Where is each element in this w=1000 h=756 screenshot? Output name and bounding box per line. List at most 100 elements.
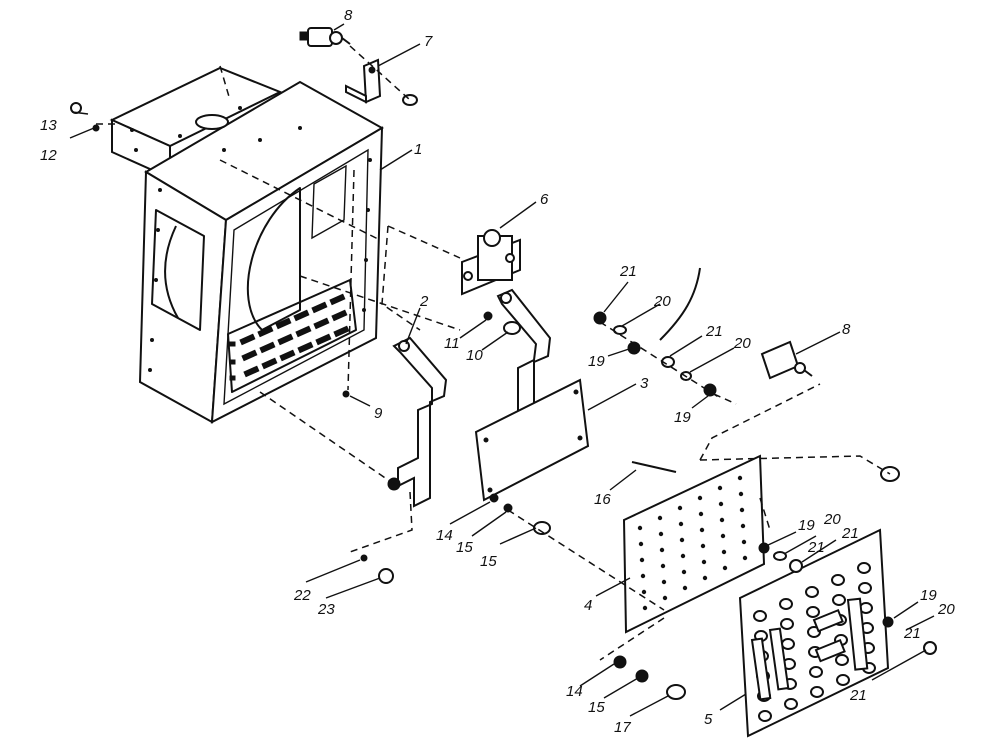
label-14a: 14 [436,527,453,544]
panel-hole [717,485,723,491]
bracket-part-7 [345,58,418,106]
panel-hole [722,565,728,571]
label-19a: 19 [588,353,605,370]
panel-hole [681,569,687,575]
panel-hole [682,585,688,591]
fasteners-lower [342,390,937,700]
panel-hole [720,533,726,539]
panel-hole [640,573,646,579]
panel-hole [638,541,644,547]
panel-hole [639,557,645,563]
label-21e: 21 [903,625,921,642]
label-9: 9 [374,405,383,422]
label-7: 7 [424,33,433,50]
label-8: 8 [344,7,353,24]
panel-hole [737,475,743,481]
label-18: 16 [594,491,611,508]
panel-hole [810,686,824,698]
panel-hole [779,598,793,610]
label-19d: 19 [920,587,937,604]
panel-hole [806,606,820,618]
panel-hole [698,511,704,517]
label-19c: 19 [798,517,815,534]
label-3: 3 [640,375,649,392]
floor-grate-slots [229,293,350,381]
panel-hole [679,537,685,543]
panel-hole [680,553,686,559]
screw-part-13 [70,102,100,132]
assembly-lines [96,45,891,661]
panel-hole [678,521,684,527]
panel-hole [700,543,706,549]
perforated-panel-part-4 [622,454,766,634]
panel-hole [805,586,819,598]
label-6: 6 [540,191,549,208]
label-2: 2 [419,293,429,310]
panel-hole [657,515,663,521]
panel-hole [697,495,703,501]
panel-hole [738,491,744,497]
label-4: 4 [584,597,592,614]
label-16: 15 [480,553,497,570]
panel-hole [719,517,725,523]
panel-hole [857,562,871,574]
label-22: 22 [293,587,311,604]
panel-hole [781,638,795,650]
wire-lead [659,267,701,341]
panel-hole [641,589,647,595]
panel-hole [835,654,849,666]
panel-hole [702,575,708,581]
panel-hole [660,563,666,569]
panel-hole [718,501,724,507]
panel-hole [741,539,747,545]
panel-hole [742,555,748,561]
panel-hole [809,666,823,678]
leader-arrows [69,23,935,717]
screws-part-10-11 [483,311,521,335]
label-20b: 20 [733,335,751,352]
panel-hole [739,507,745,513]
panel-hole [780,618,794,630]
transformer-part-6 [461,229,521,296]
switch-part-8b [760,340,813,380]
label-19b: 19 [674,409,691,426]
panel-hole [661,579,667,585]
panel-hole [658,531,664,537]
switch-part-8 [299,27,351,47]
panel-hole [677,505,683,511]
label-21d: 21 [807,539,825,556]
panel-hole [836,674,850,686]
panel-hole [637,525,643,531]
fasteners-upper [593,311,717,397]
label-20a: 20 [653,293,671,310]
panel-hole [721,549,727,555]
panel-hole [858,582,872,594]
label-8b: 8 [842,321,851,338]
panel-hole [832,594,846,606]
label-13: 13 [40,117,57,134]
label-21a: 21 [619,263,637,280]
panel-hole [642,605,648,611]
label-23: 23 [317,601,335,618]
label-20c: 20 [823,511,841,528]
panel-hole [758,710,772,722]
label-12: 12 [40,147,57,164]
panel-hole [740,523,746,529]
part-labels: 8 7 1 13 12 6 21 20 19 21 20 19 8 2 11 1… [40,7,955,736]
panel-hole [831,574,845,586]
panel-hole [662,595,668,601]
label-15b: 15 [588,699,605,716]
label-21f: 21 [849,687,867,704]
panel-hole [699,527,705,533]
label-17: 17 [614,719,631,736]
label-11: 11 [444,335,460,352]
label-15a: 15 [456,539,473,556]
label-14b: 14 [566,683,583,700]
panel-hole [701,559,707,565]
panel-hole [659,547,665,553]
cabinet-housing [109,66,385,424]
label-20d: 20 [937,601,955,618]
label-21c: 21 [841,525,859,542]
circuit-board-part-3 [474,378,590,502]
